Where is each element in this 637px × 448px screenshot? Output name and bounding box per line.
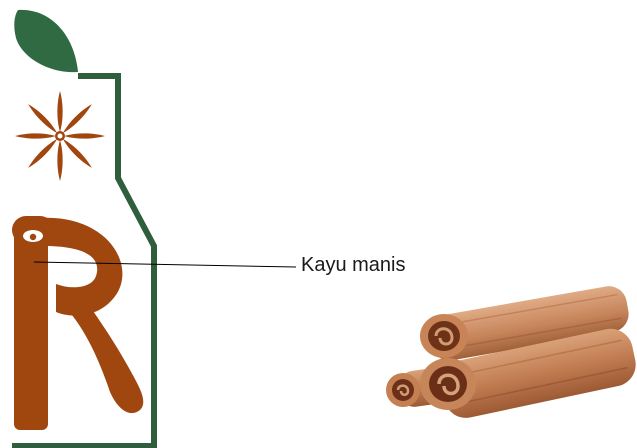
annotation-label: Kayu manis [301,254,406,277]
leader-line [34,262,296,267]
star-anise-icon [15,91,105,181]
leaf-icon [14,10,78,72]
letter-r-logo [12,216,143,430]
cinnamon-sticks-image [386,283,637,422]
logo [12,10,154,446]
